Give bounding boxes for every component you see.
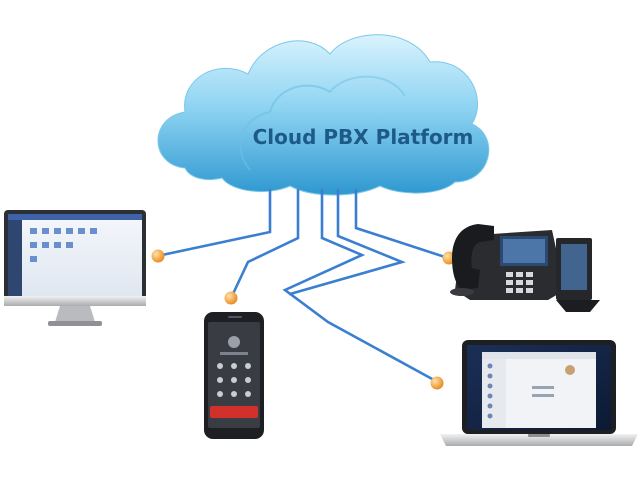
node-laptop <box>430 376 444 390</box>
wire-smartphone <box>230 188 300 298</box>
connection-wires <box>160 188 450 382</box>
monitor-icon <box>4 210 146 326</box>
desk-phone-icon <box>450 224 600 312</box>
end-call-icon <box>210 406 258 418</box>
wire-laptop-1 <box>282 188 436 382</box>
wire-desk-phone <box>354 188 450 260</box>
cloud-shape <box>157 34 490 196</box>
wire-desktop <box>160 188 272 257</box>
cloud-label: Cloud PBX Platform <box>253 125 474 149</box>
wire-laptop-2 <box>288 188 406 296</box>
node-desktop <box>151 249 165 263</box>
connection-nodes <box>151 249 456 390</box>
phone-icon <box>204 312 264 439</box>
node-smartphone <box>224 291 238 305</box>
laptop-icon <box>440 340 638 446</box>
